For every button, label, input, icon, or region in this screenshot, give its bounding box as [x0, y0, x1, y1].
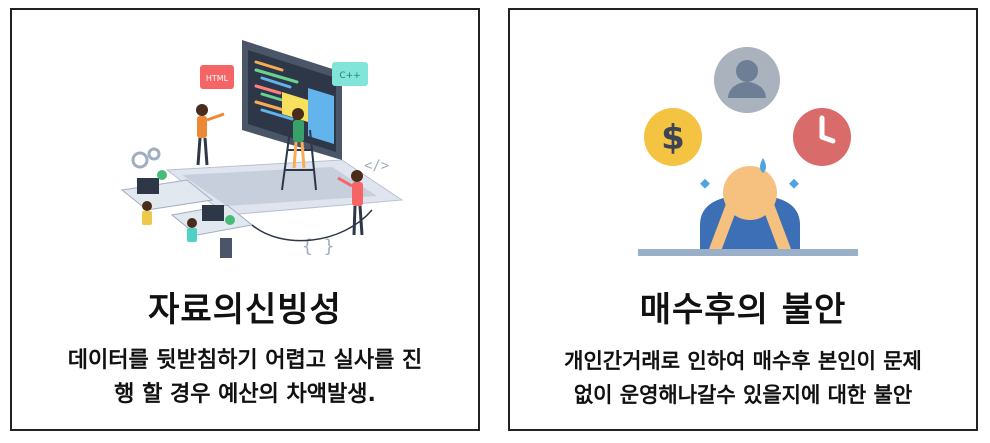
person-icon — [714, 47, 780, 113]
card-data-credibility: HTML C++ — [10, 8, 480, 431]
card-title: 매수후의 불안 — [639, 290, 847, 330]
description-line-2: 없이 운영해나갈수 있을지에 대한 불안 — [573, 383, 913, 407]
html-badge — [200, 65, 234, 89]
dollar-icon: $ — [644, 108, 702, 166]
card-description: 데이터를 뒷받침하기 어렵고 실사를 진 행 할 경우 예산의 차액발생. — [12, 344, 478, 412]
developer-illustration: HTML C++ — [120, 40, 404, 258]
clock-icon — [793, 108, 851, 166]
svg-text:</>: </> — [364, 158, 389, 174]
description-line-1: 개인간거래로 인하여 매수후 본인이 문제 — [564, 349, 922, 373]
cpp-badge-label: C++ — [339, 71, 360, 81]
description-line-1: 데이터를 뒷받침하기 어렵고 실사를 진 — [67, 348, 423, 373]
svg-text:{ }: { } — [302, 236, 335, 257]
anxiety-illustration: $ — [638, 47, 858, 256]
card-title: 자료의신빙성 — [148, 290, 342, 330]
worried-person — [700, 158, 800, 256]
svg-text:$: $ — [661, 118, 685, 158]
desk — [638, 249, 858, 256]
card-description: 개인간거래로 인하여 매수후 본인이 문제 없이 운영해나갈수 있을지에 대한 … — [510, 344, 976, 412]
card-post-purchase-anxiety: $ 매수후의 불안 개인간거래로 인하여 매수후 본인이 문제 없이 운영해나갈… — [508, 8, 978, 431]
description-line-2: 행 할 경우 예산의 차액발생. — [114, 382, 376, 407]
html-badge-label: HTML — [206, 74, 229, 83]
cpp-badge — [332, 62, 368, 86]
